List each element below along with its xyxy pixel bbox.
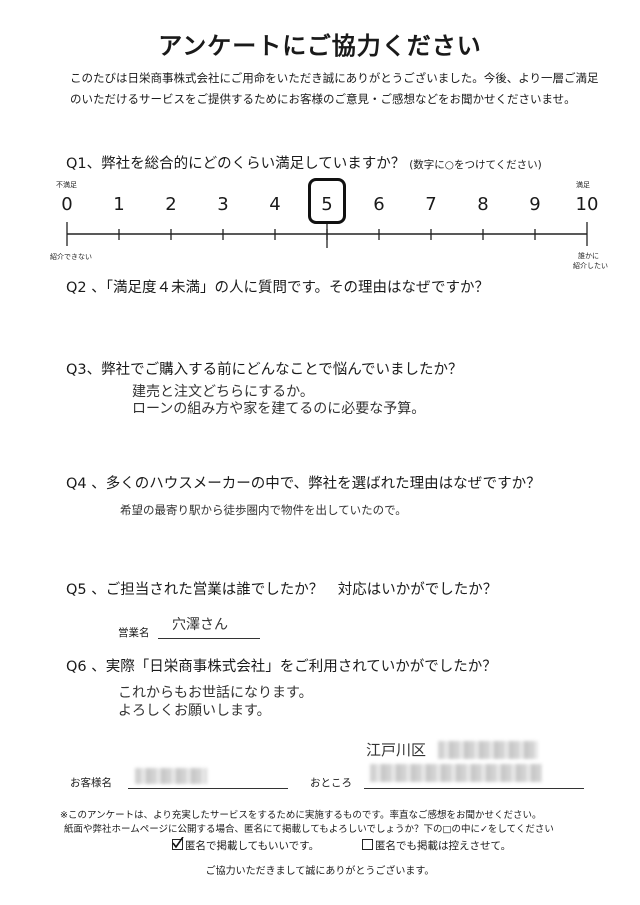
scale-number-2[interactable]: 2 <box>165 194 177 215</box>
sales-name-value: 穴澤さん <box>172 617 228 633</box>
notes: ※このアンケートは、より充実したサービスをするために実施するものです。率直なご感… <box>60 809 620 837</box>
scale-left-bottom-label: 紹介できない <box>50 253 92 261</box>
sales-name-label: 営業名 <box>118 627 150 639</box>
scale-right-bottom-label-1: 誰かに <box>578 252 599 260</box>
scale-left-top-label: 不満足 <box>56 181 77 189</box>
question-3-text: Q3、弊社でご購入する前にどんなことで悩んでいましたか？ <box>66 362 463 378</box>
thanks-text: ご協力いただきまして誠にありがとうございます。 <box>205 866 435 877</box>
question-4-text: Q4 、多くのハウスメーカーの中で、弊社を選ばれた理由はなぜですか？ <box>66 476 541 492</box>
customer-name-redacted <box>135 768 207 784</box>
address-label: おところ <box>310 777 352 789</box>
customer-name-underline <box>128 788 288 789</box>
scale-right-bottom-label-2: 紹介したい <box>573 262 608 270</box>
answer-3-line-1: 建売と注文どちらにするか。 <box>132 384 314 400</box>
address-prefix: 江戸川区 <box>366 741 427 759</box>
scale-number-3[interactable]: 3 <box>217 194 229 215</box>
question-1: Q1、弊社を総合的にどのくらい満足していますか？(数字に○をつけてください) <box>66 152 542 173</box>
scale-number-5[interactable]: 5 <box>321 194 333 215</box>
notes-line-2: 紙面や弊社ホームページに公開する場合、匿名にて掲載してもよろしいでしょうか？下の… <box>64 824 554 835</box>
sales-name-underline <box>158 638 260 639</box>
address-redacted-line-1 <box>438 741 538 759</box>
scale-number-9[interactable]: 9 <box>529 194 541 215</box>
answer-3-line-2: ローンの組み方や家を建てるのに必要な予算。 <box>132 401 426 417</box>
option-yes-label: 匿名で掲載してもいいです。 <box>185 840 320 852</box>
answer-6-line-2: よろしくお願いします。 <box>118 703 271 719</box>
checkbox-yes[interactable] <box>172 837 184 850</box>
option-yes: 匿名で掲載してもいいです。 <box>172 837 320 853</box>
selected-score-circle <box>308 178 346 224</box>
option-no-label: 匿名でも掲載は控えさせて。 <box>375 840 512 852</box>
question-6-text: Q6 、実際「日栄商事株式会社」をご利用されていかがでしたか？ <box>66 659 497 675</box>
satisfaction-scale-line <box>66 222 588 248</box>
option-no: 匿名でも掲載は控えさせて。 <box>362 838 511 853</box>
address-redacted-line-2 <box>370 764 542 782</box>
check-mark-icon <box>172 837 184 849</box>
answer-6-line-1: これからもお世話になります。 <box>118 685 313 701</box>
address-underline <box>364 788 584 789</box>
scale-number-0[interactable]: 0 <box>61 194 73 215</box>
scale-number-1[interactable]: 1 <box>113 194 125 215</box>
notes-line-1: ※このアンケートは、より充実したサービスをするために実施するものです。率直なご感… <box>60 810 542 821</box>
checkbox-no[interactable] <box>362 839 373 850</box>
scale-number-8[interactable]: 8 <box>477 194 489 215</box>
page-title: アンケートにご協力ください <box>158 32 482 60</box>
scale-number-4[interactable]: 4 <box>269 194 281 215</box>
scale-number-10[interactable]: 10 <box>575 194 599 215</box>
question-1-text: Q1、弊社を総合的にどのくらい満足していますか？ <box>66 156 406 172</box>
customer-name-label: お客様名 <box>70 777 112 789</box>
scale-number-7[interactable]: 7 <box>425 194 437 215</box>
scale-right-top-label: 満足 <box>576 181 590 189</box>
answer-4: 希望の最寄り駅から徒歩圏内で物件を出していたので。 <box>120 503 407 517</box>
intro-text: このたびは日栄商事株式会社にご用命をいただき誠にありがとうございました。今後、よ… <box>70 71 599 106</box>
question-1-note: (数字に○をつけてください) <box>409 159 542 171</box>
scale-ticks <box>66 222 588 248</box>
scale-number-6[interactable]: 6 <box>373 194 385 215</box>
question-2-text: Q2 、「満足度４未満」の人に質問です。その理由はなぜですか？ <box>66 280 489 296</box>
question-5-text: Q5 、ご担当された営業は誰でしたか？ 対応はいかがでしたか？ <box>66 582 498 598</box>
